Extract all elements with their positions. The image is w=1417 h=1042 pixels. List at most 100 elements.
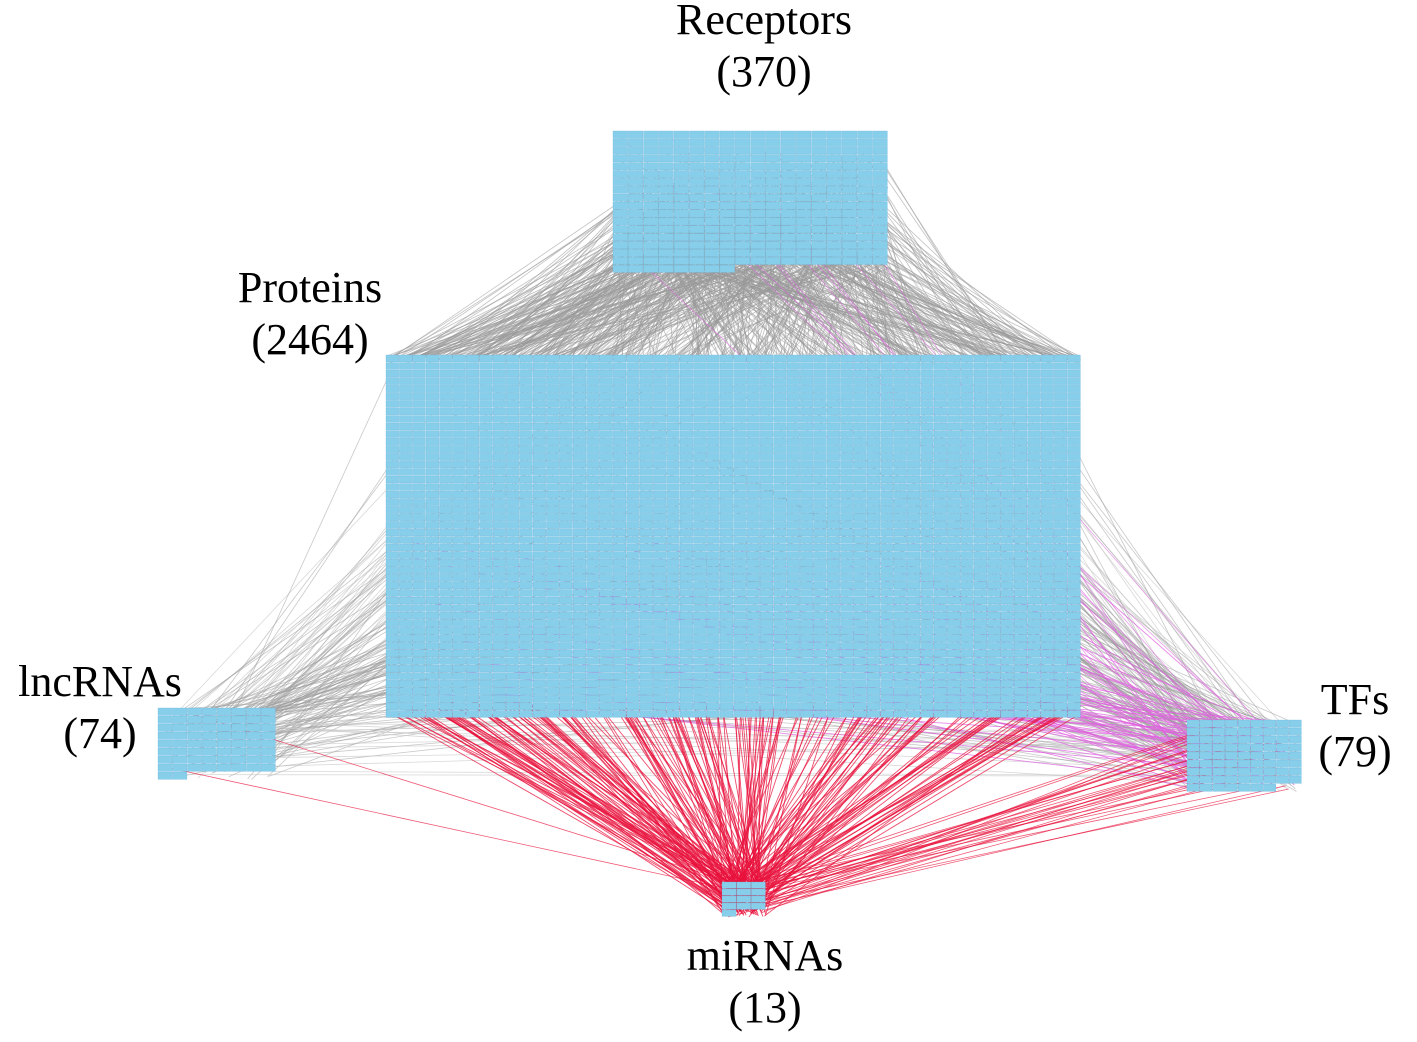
proteins-node — [452, 422, 466, 431]
proteins-node — [773, 672, 787, 680]
node-clusters — [157, 130, 1302, 917]
receptors-node — [658, 241, 674, 249]
proteins-node — [947, 438, 961, 446]
proteins-node — [840, 536, 854, 544]
proteins-node — [586, 483, 600, 491]
proteins-node — [439, 566, 453, 574]
proteins-node — [399, 415, 413, 423]
proteins-node — [626, 490, 640, 499]
receptors-node — [811, 217, 827, 226]
proteins-node — [947, 354, 961, 363]
proteins-node — [853, 574, 867, 582]
proteins-node — [546, 453, 560, 461]
proteins-node — [893, 513, 907, 521]
proteins-node — [920, 392, 934, 400]
proteins-node — [1054, 680, 1068, 688]
proteins-node — [693, 702, 707, 710]
receptors-node — [857, 225, 873, 234]
proteins-node — [425, 453, 440, 461]
proteins-node — [800, 377, 814, 385]
proteins-node — [867, 574, 881, 582]
proteins-node — [1040, 543, 1054, 552]
proteins-node — [719, 672, 734, 680]
proteins-node — [546, 521, 560, 529]
proteins-node — [479, 536, 493, 544]
proteins-node — [840, 415, 854, 423]
proteins-node — [746, 596, 760, 605]
proteins-node — [679, 710, 693, 718]
proteins-node — [532, 642, 546, 650]
proteins-node — [880, 619, 894, 627]
tfs-node — [1186, 759, 1200, 768]
proteins-node — [733, 490, 747, 499]
receptors-node — [750, 209, 766, 218]
receptors-node — [872, 257, 888, 265]
proteins-node — [626, 400, 640, 408]
proteins-node — [425, 649, 440, 658]
proteins-node — [666, 627, 680, 635]
receptors-node — [811, 209, 827, 218]
proteins-node — [626, 634, 640, 642]
proteins-node — [733, 483, 747, 491]
proteins-node — [559, 702, 573, 710]
proteins-node — [546, 468, 560, 476]
proteins-node — [1014, 521, 1028, 529]
proteins-node — [599, 536, 613, 544]
proteins-node — [613, 657, 627, 665]
proteins-node — [572, 506, 587, 514]
lncrnas-node — [157, 731, 173, 740]
proteins-node — [733, 551, 747, 559]
proteins-node — [706, 657, 720, 665]
receptors-node — [719, 178, 735, 186]
receptors-node — [750, 170, 766, 178]
proteins-node — [492, 649, 506, 658]
proteins-node — [813, 664, 827, 673]
proteins-node — [1014, 407, 1028, 416]
proteins-node — [960, 415, 974, 423]
proteins-node — [800, 611, 814, 620]
proteins-node — [853, 521, 867, 529]
proteins-node — [1027, 649, 1041, 658]
proteins-node — [572, 354, 587, 363]
proteins-node — [1054, 596, 1068, 605]
proteins-node — [466, 528, 480, 537]
proteins-node — [666, 483, 680, 491]
proteins-node — [666, 672, 680, 680]
proteins-node — [653, 543, 667, 552]
proteins-node — [1067, 574, 1081, 582]
proteins-node — [439, 596, 453, 605]
proteins-node — [773, 385, 787, 393]
proteins-node — [666, 385, 680, 393]
proteins-node — [479, 551, 493, 559]
proteins-node — [987, 490, 1001, 499]
proteins-node — [733, 377, 747, 385]
proteins-node — [653, 354, 667, 363]
proteins-node — [653, 422, 667, 431]
proteins-node — [840, 672, 854, 680]
receptors-node — [689, 264, 705, 273]
proteins-node — [679, 528, 693, 537]
lncrnas-node — [216, 747, 232, 756]
proteins-node — [813, 377, 827, 385]
proteins-node — [813, 611, 827, 620]
proteins-node — [425, 392, 440, 400]
proteins-node — [666, 543, 680, 552]
proteins-node — [826, 627, 840, 635]
proteins-node — [1067, 604, 1081, 612]
receptors-node — [612, 178, 628, 186]
proteins-node — [519, 528, 533, 537]
proteins-node — [586, 475, 600, 484]
proteins-node — [706, 611, 720, 620]
proteins-node — [1067, 377, 1081, 385]
proteins-node — [639, 362, 653, 370]
proteins-node — [399, 559, 413, 567]
proteins-node — [412, 430, 426, 438]
tfs-node — [1250, 727, 1264, 736]
proteins-node — [960, 649, 974, 658]
proteins-node — [439, 369, 453, 378]
proteins-node — [933, 498, 947, 506]
proteins-node — [719, 430, 734, 438]
proteins-node — [506, 392, 520, 400]
proteins-node — [572, 559, 587, 567]
proteins-node — [519, 385, 533, 393]
